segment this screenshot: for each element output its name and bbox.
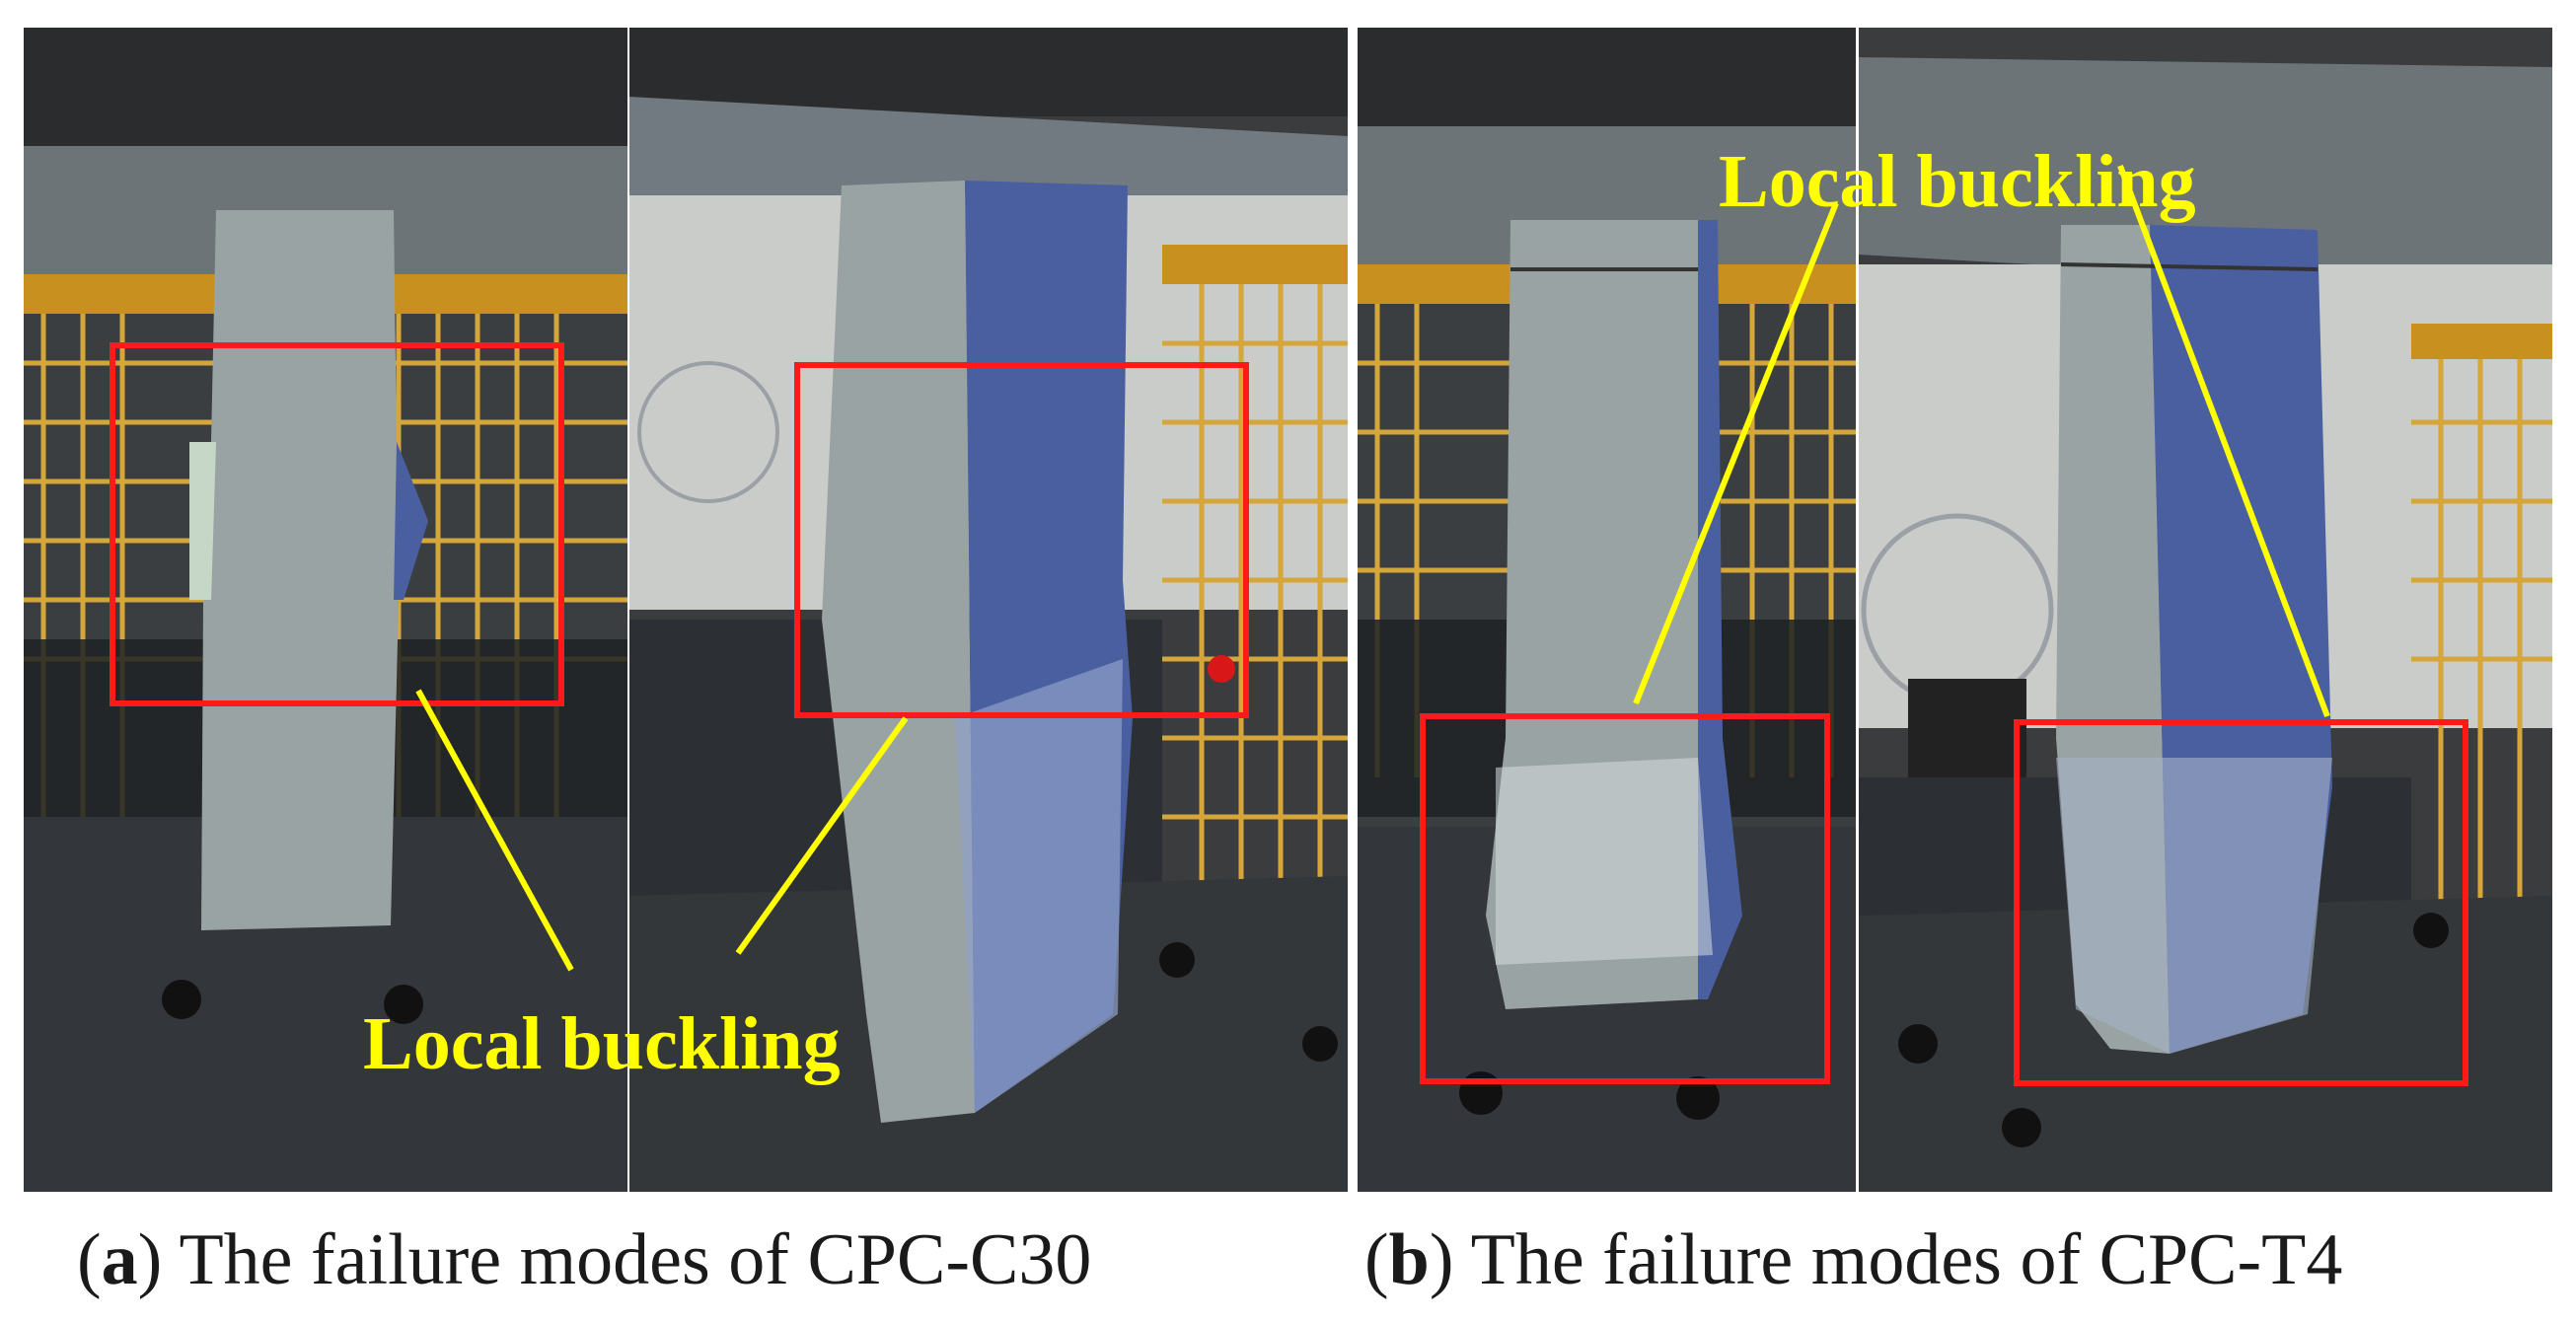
caption-a: (a) The failure modes of CPC-C30 xyxy=(77,1219,1092,1300)
photo-a1-front-view xyxy=(24,28,627,1192)
caption-a-text: The failure modes of CPC-C30 xyxy=(179,1219,1092,1300)
local-buckling-label-a: Local buckling xyxy=(363,1002,841,1085)
local-buckling-label-b: Local buckling xyxy=(1719,140,2196,223)
photo-a2-side-view xyxy=(629,28,1348,1192)
caption-a-letter: a xyxy=(101,1219,138,1300)
caption-b-letter: b xyxy=(1388,1219,1430,1300)
photo-b2-side-view xyxy=(1859,28,2552,1192)
caption-b: (b) The failure modes of CPC-T4 xyxy=(1364,1219,2343,1300)
photo-b1-front-view xyxy=(1358,28,1856,1192)
caption-b-text: The failure modes of CPC-T4 xyxy=(1470,1219,2343,1300)
